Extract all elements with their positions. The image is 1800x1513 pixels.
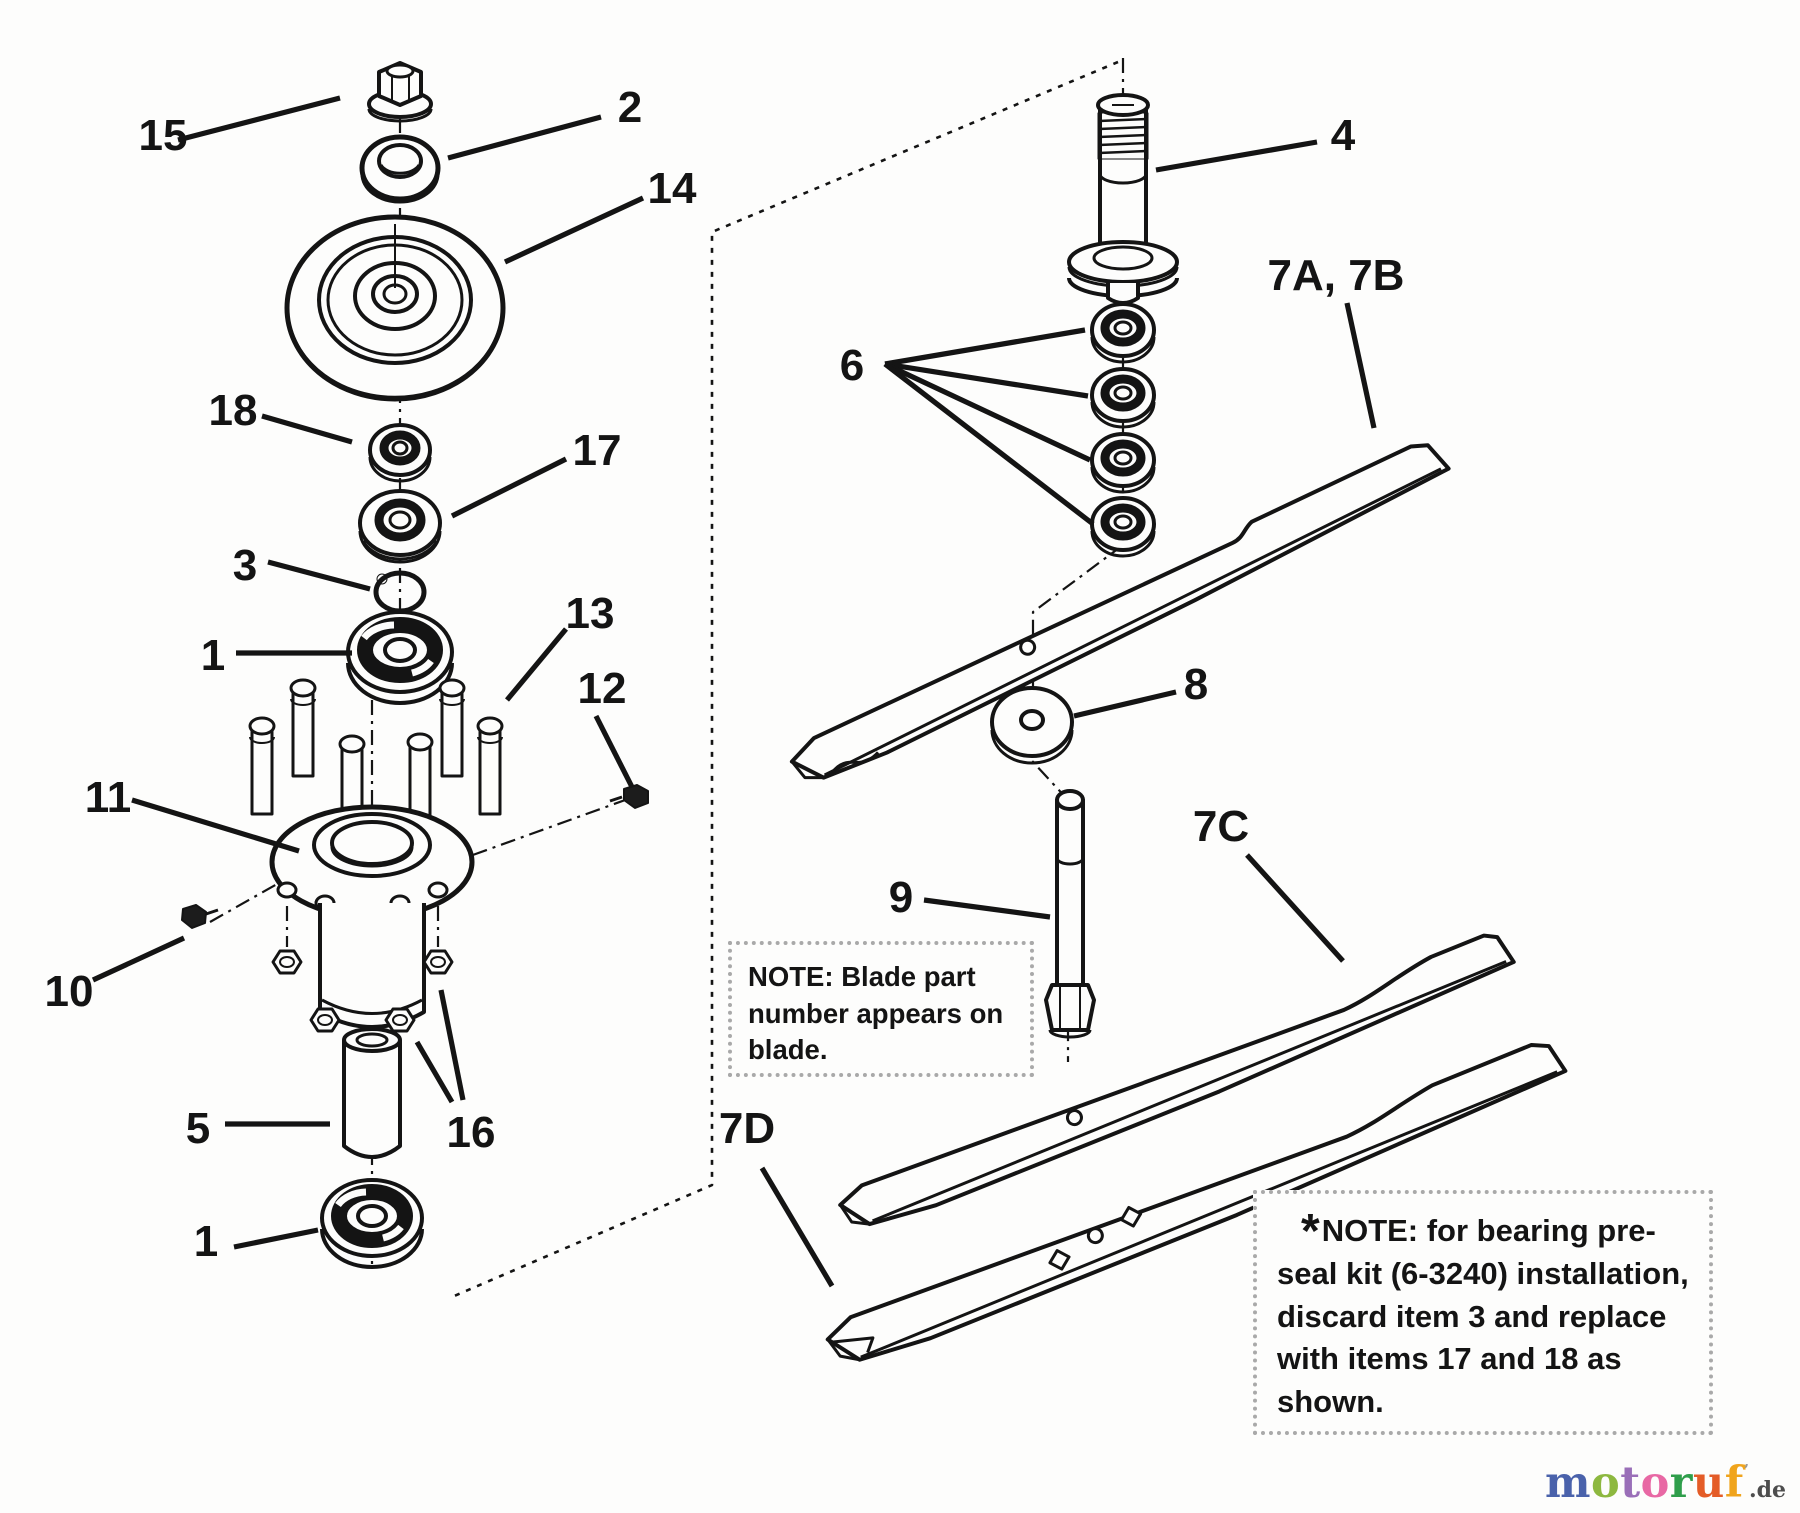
part-label-3: 3 — [233, 541, 257, 590]
spindle-shaft-4-drawing — [1067, 93, 1179, 305]
fold-boundary-line — [451, 60, 1119, 1299]
bearing-note-line: *NOTE: for bearing pre- — [1277, 1208, 1697, 1256]
part-label-18: 18 — [209, 386, 258, 435]
part-label-11: 11 — [85, 773, 132, 822]
part-label-6: 6 — [840, 341, 864, 390]
set-screw-10-drawing — [181, 904, 219, 929]
part-label-16: 16 — [447, 1108, 496, 1157]
asterisk-mark: * — [1301, 1205, 1320, 1258]
bearing-note-line: seal kit (6-3240) installation, — [1277, 1255, 1689, 1291]
pulley-14-drawing — [284, 214, 506, 402]
bearing-collar-2-drawing — [359, 134, 441, 204]
part-label-8: 8 — [1184, 660, 1208, 709]
blade-washer-8-drawing — [990, 686, 1074, 765]
spacer-washers-6-drawing — [1090, 302, 1156, 558]
logo-letter: o — [1640, 1458, 1670, 1508]
blade-7c-drawing — [838, 933, 1516, 1227]
washer-18-drawing — [368, 423, 432, 483]
bearing-note-text: NOTE: for bearing pre- — [1321, 1213, 1656, 1248]
set-screw-12-drawing — [609, 784, 649, 809]
logo-letter: f — [1724, 1458, 1744, 1508]
bearing-note-line: discard item 3 and replace — [1277, 1298, 1667, 1334]
part-label-12: 12 — [578, 664, 627, 713]
motoruf-logo: motoruf’.de — [1545, 1462, 1786, 1505]
part-label-1-lower: 1 — [194, 1217, 218, 1266]
blade-note-line: blade. — [748, 1034, 828, 1066]
part-label-10: 10 — [45, 967, 94, 1016]
logo-letter: r — [1669, 1458, 1693, 1508]
blade-bolt-9-drawing — [1044, 789, 1096, 1039]
blade-note-line: number appears on — [748, 997, 1004, 1029]
logo-tld: .de — [1748, 1477, 1786, 1503]
logo-trademark: ’ — [1743, 1461, 1749, 1479]
part-label-17: 17 — [573, 426, 622, 475]
part-label-2: 2 — [618, 83, 642, 132]
part-label-1-upper: 1 — [201, 631, 225, 680]
bearing-note-box: *NOTE: for bearing pre- seal kit (6-3240… — [1253, 1190, 1713, 1435]
logo-letter: t — [1620, 1458, 1641, 1508]
part-label-5: 5 — [186, 1104, 210, 1153]
bearing-1-upper-drawing — [346, 610, 454, 705]
part-label-14: 14 — [648, 164, 697, 213]
spindle-hub-11-drawing — [269, 804, 475, 1029]
part-label-7a-7b: 7A, 7B — [1268, 251, 1405, 300]
flange-nuts-16-drawing — [271, 949, 454, 1033]
bearing-1-lower-drawing — [320, 1178, 424, 1269]
leader-lines — [91, 95, 1377, 1288]
blade-7d-drawing — [825, 1042, 1568, 1362]
blade-7a-7b-drawing — [789, 443, 1451, 780]
part-label-4: 4 — [1331, 111, 1356, 160]
logo-letter: m — [1545, 1458, 1592, 1508]
bearing-note-line: with items 17 and 18 as — [1277, 1341, 1622, 1377]
part-label-9: 9 — [889, 873, 913, 922]
part-label-13: 13 — [566, 589, 615, 638]
part-label-7d: 7D — [719, 1104, 775, 1153]
bearing-note-line: shown. — [1277, 1384, 1384, 1420]
part-label-15: 15 — [139, 111, 188, 160]
part-number-labels: 15 2 14 18 17 3 1 13 12 11 10 5 16 1 4 6… — [45, 83, 1405, 1266]
blade-note-box: NOTE: Blade part number appears on blade… — [728, 941, 1034, 1077]
part-label-7c: 7C — [1193, 802, 1249, 851]
logo-letter: o — [1591, 1458, 1621, 1508]
blade-note-line: NOTE: Blade part — [748, 961, 976, 992]
logo-letter: u — [1692, 1458, 1725, 1508]
washer-17-drawing — [358, 489, 442, 564]
spacer-5-drawing — [342, 1027, 402, 1159]
flange-nut-15-drawing — [367, 61, 433, 123]
